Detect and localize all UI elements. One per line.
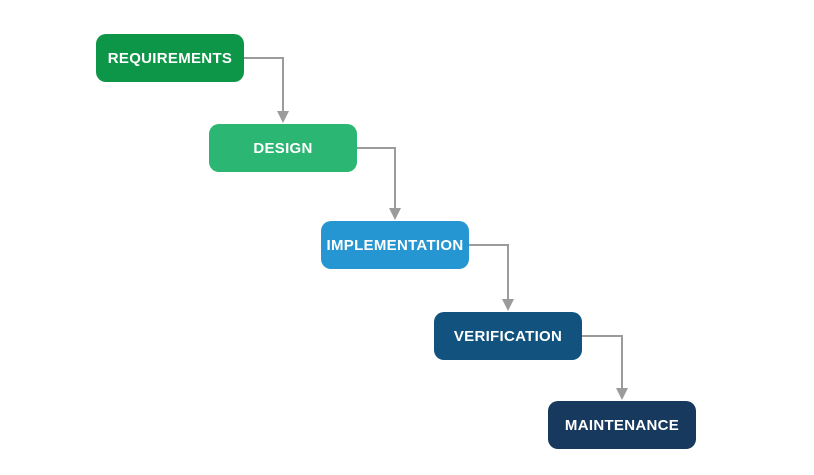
stage-box-verification: VERIFICATION (434, 312, 582, 360)
stage-label: IMPLEMENTATION (326, 236, 464, 254)
stage-box-maintenance: MAINTENANCE (548, 401, 696, 449)
stage-label: MAINTENANCE (564, 416, 680, 434)
stage-box-design: DESIGN (209, 124, 357, 172)
arrow-requirements-to-design (244, 57, 289, 123)
stage-label: REQUIREMENTS (107, 49, 233, 67)
stage-box-implementation: IMPLEMENTATION (321, 221, 469, 269)
arrow-design-to-implementation (357, 147, 401, 220)
arrow-verification-to-maintenance (582, 335, 628, 400)
stage-label: VERIFICATION (453, 327, 563, 345)
stage-label: DESIGN (253, 139, 313, 157)
arrow-implementation-to-verification (469, 244, 514, 311)
stage-box-requirements: REQUIREMENTS (96, 34, 244, 82)
